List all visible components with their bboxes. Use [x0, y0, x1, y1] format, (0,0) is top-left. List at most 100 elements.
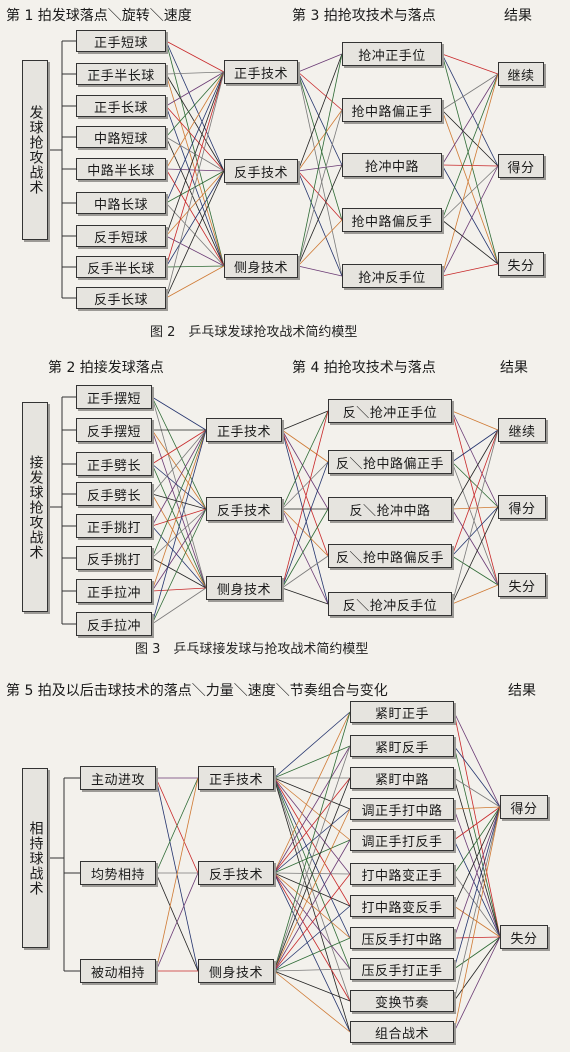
connector-line [441, 219, 499, 265]
fig3-technique-box: 侧身技术 [198, 959, 274, 983]
connector-line [281, 410, 329, 431]
connector-line [165, 265, 225, 268]
connector-line [273, 970, 351, 1033]
connector-line [297, 53, 343, 172]
connector-line [165, 105, 225, 172]
connector-line [165, 170, 225, 204]
connector-line [151, 587, 207, 625]
fig1-serve-box: 反手半长球 [76, 256, 166, 278]
fig2-header-right: 结果 [500, 360, 528, 376]
fig2-attack-box: 反＼抢冲反手位 [328, 592, 452, 616]
fig1-attack-box: 抢中路偏正手 [342, 98, 442, 122]
connector-line [451, 584, 499, 605]
connector-line [441, 164, 499, 265]
connector-line [151, 429, 207, 510]
connector-line [441, 53, 499, 167]
connector-line [165, 168, 225, 267]
connector-line [151, 429, 207, 465]
connector-line [151, 508, 207, 592]
connector-line [441, 109, 499, 167]
connector-line [273, 711, 351, 874]
connector-line [297, 53, 343, 73]
connector-line [165, 170, 225, 299]
connector-line [165, 40, 225, 73]
connector-line [155, 777, 199, 972]
connector-line [273, 839, 351, 972]
fig3-situation-box: 主动进攻 [80, 766, 156, 790]
connector-line [151, 429, 207, 527]
fig2-header-left: 第 2 拍接发球落点 [48, 360, 164, 376]
connector-line [273, 873, 351, 972]
connector-line [165, 235, 225, 267]
connector-line [151, 429, 207, 559]
fig2-receive-box: 正手劈长 [76, 452, 152, 476]
fig2-result-box: 得分 [498, 495, 546, 519]
fig3-situation-box: 均势相持 [80, 861, 156, 885]
connector-line [151, 508, 207, 527]
fig1-header-mid: 第 3 拍抢攻技术与落点 [292, 8, 436, 24]
fig1-root-box: 发球抢攻战术 [22, 60, 48, 240]
connector-line [297, 164, 343, 172]
connector-line [281, 555, 329, 589]
connector-line [297, 109, 343, 172]
connector-line [297, 109, 343, 267]
fig1-serve-box: 中路长球 [76, 192, 166, 214]
connector-line [281, 461, 329, 510]
connector-line [441, 73, 499, 277]
connector-line [453, 936, 501, 1002]
connector-line [165, 136, 225, 267]
connector-line [451, 410, 499, 586]
connector-line [165, 170, 225, 237]
connector-line [151, 429, 207, 589]
connector-line [441, 73, 499, 221]
fig3-header-left: 第 5 拍及以后击球技术的落点＼力量＼速度＼节奏组合与变化 [6, 683, 388, 699]
connector-line [155, 872, 199, 972]
connector-line [273, 777, 351, 972]
fig2-caption: 图 3 乒乓球接发球与抢攻战术简约模型 [135, 642, 369, 657]
fig2-receive-box: 正手摆短 [76, 385, 152, 409]
connector-line [273, 745, 351, 779]
connector-line [451, 461, 499, 586]
fig3-result-box: 得分 [500, 795, 548, 819]
connector-line [273, 711, 351, 972]
fig2-attack-box: 反＼抢中路偏正手 [328, 450, 452, 474]
fig2-receive-box: 正手拉冲 [76, 579, 152, 603]
connector-line [165, 71, 225, 107]
fig1-result-box: 继续 [498, 62, 544, 86]
connector-line [273, 937, 351, 972]
connector-line [297, 170, 343, 277]
fig3-situation-box: 被动相持 [80, 959, 156, 983]
connector-line [281, 429, 329, 463]
fig2-receive-box: 反手拉冲 [76, 612, 152, 636]
connector-line [165, 71, 225, 268]
connector-line [297, 53, 343, 267]
connector-line [441, 53, 499, 265]
connector-line [151, 463, 207, 510]
fig3-tactic-box: 紧盯反手 [350, 735, 454, 757]
connector-line [453, 777, 501, 808]
connector-line [453, 745, 501, 938]
connector-line [297, 71, 343, 277]
connector-line [273, 745, 351, 972]
connector-line [453, 806, 501, 810]
connector-line [151, 396, 207, 589]
connector-line [165, 265, 225, 299]
connector-line [165, 71, 225, 299]
fig3-root-box: 相持球战术 [22, 768, 48, 948]
connector-line [281, 429, 329, 510]
connector-line [165, 71, 225, 75]
connector-line [453, 711, 501, 808]
fig3-tactic-box: 紧盯正手 [350, 701, 454, 723]
connector-line [281, 461, 329, 589]
fig1-serve-box: 中路短球 [76, 126, 166, 148]
connector-line [297, 170, 343, 221]
connector-line [453, 777, 501, 938]
connector-line [151, 396, 207, 510]
connector-line [273, 745, 351, 874]
fig1-serve-box: 正手短球 [76, 30, 166, 52]
connector-line [281, 587, 329, 605]
fig2-technique-box: 正手技术 [206, 418, 282, 442]
fig3-tactic-box: 调正手打中路 [350, 798, 454, 820]
connector-line [441, 73, 499, 166]
fig1-result-box: 失分 [498, 252, 544, 276]
